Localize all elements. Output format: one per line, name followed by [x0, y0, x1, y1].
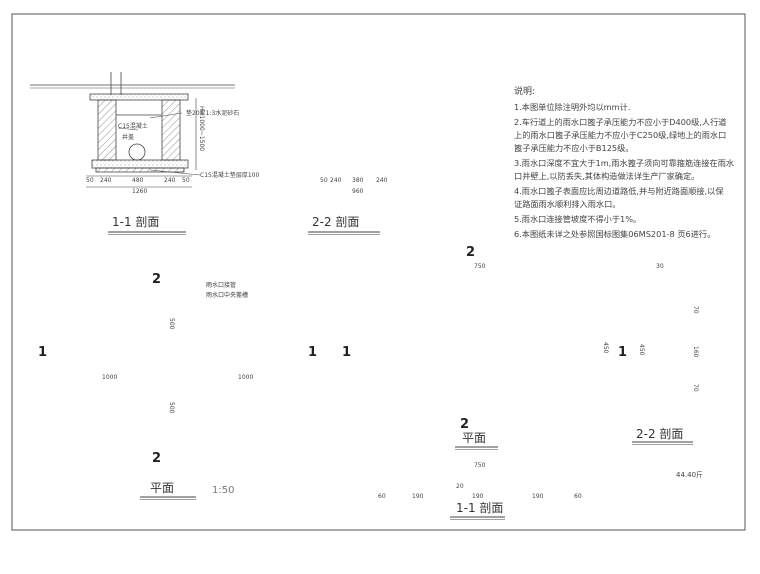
section-mark: 2	[152, 272, 162, 287]
weight-note: 44.40斤	[676, 471, 704, 479]
section-mark: 2	[460, 417, 470, 432]
note-line: 证路面雨水顺利排入雨水口。	[514, 199, 621, 209]
dim-480: 480	[132, 177, 144, 184]
dim-1000: 1000	[102, 374, 118, 381]
note-line: 篦子承压能力不应小于B125级。	[514, 143, 634, 153]
section-2-2-title: 2-2 剖面	[312, 215, 360, 229]
dim-240: 240	[330, 177, 342, 184]
dim-60: 60	[574, 493, 582, 500]
plan-left-title: 平面	[150, 481, 175, 495]
dim-240: 240	[100, 177, 112, 184]
dim-190: 190	[532, 493, 544, 500]
section-mark: 1	[342, 345, 352, 360]
dim-240: 240	[376, 177, 388, 184]
dim-500: 500	[168, 318, 175, 330]
dim-70: 70	[692, 306, 699, 314]
dim-50: 50	[320, 177, 328, 184]
section-mark: 1	[38, 345, 48, 360]
dim-750: 750	[474, 263, 486, 270]
section-mark: 1	[618, 345, 628, 360]
note-line: 4.雨水口篦子表面应比周边道路低,并与附近路面顺接,以保	[514, 186, 724, 196]
dim-1000: 1000	[238, 374, 254, 381]
dim-70: 70	[692, 384, 699, 392]
dim-total: 1260	[132, 188, 148, 195]
dim-450: 450	[602, 342, 609, 354]
section-1-1-left-drawing	[30, 72, 235, 188]
section-1-1-title: 1-1 剖面	[112, 215, 160, 229]
section-mark: 2	[152, 451, 162, 466]
label-pipe: 雨水口接管	[206, 282, 237, 289]
dim-20: 20	[456, 483, 464, 490]
note-line: 5.雨水口连接管坡度不得小于1%。	[514, 214, 642, 224]
label-mortar: 垫20厚1:3水泥砂石	[186, 110, 240, 117]
label-grate: 雨水口中央篦槽	[206, 292, 249, 299]
dim-60: 60	[378, 493, 386, 500]
dim-160: 160	[692, 346, 699, 358]
note-line: 上的雨水口篦子承压能力不应小于C250级,绿地上的雨水口	[514, 130, 727, 140]
dim-30: 30	[656, 263, 664, 270]
plan-left-scale: 1:50	[212, 485, 235, 496]
notes-heading: 说明:	[514, 87, 536, 97]
grate-plan-title: 平面	[462, 431, 487, 445]
section-mark: 1	[308, 345, 318, 360]
label-concrete: C15混凝土	[118, 123, 148, 130]
dim-450: 450	[638, 344, 645, 356]
note-line: 2.车行道上的雨水口篦子承压能力不应小于D400级,人行道	[514, 117, 727, 127]
dim-190: 190	[472, 493, 484, 500]
drawing-border	[11, 13, 746, 531]
grate-section-1-1-title: 1-1 剖面	[456, 501, 504, 515]
dim-750: 750	[474, 462, 486, 469]
dim-50: 50	[86, 177, 94, 184]
note-line: 6.本图纸未详之处参照国标图集06MS201-8 页6进行。	[514, 229, 716, 239]
dim-total: 960	[352, 188, 364, 195]
grate-section-title: 2-2 剖面	[636, 427, 684, 441]
section-mark: 2	[466, 245, 476, 260]
label-base: C15混凝土垫层厚100	[200, 172, 260, 179]
dim-190: 190	[412, 493, 424, 500]
dim-500: 500	[168, 402, 175, 414]
dim-380: 380	[352, 177, 364, 184]
leader-lines	[117, 112, 201, 176]
label-cover: 井盖	[122, 134, 135, 141]
dim-240: 240	[164, 177, 176, 184]
label-depth: H=1000~1500	[198, 106, 205, 152]
note-line: 口井壁上,以防丢失,其体构造做法详生产厂家确定。	[514, 171, 700, 181]
dim-50: 50	[182, 177, 190, 184]
note-line: 3.雨水口深度不宜大于1m,雨水篦子须向可靠箍筋连接在雨水	[514, 158, 735, 168]
note-line: 1.本图单位除注明外均以mm计.	[514, 102, 631, 112]
